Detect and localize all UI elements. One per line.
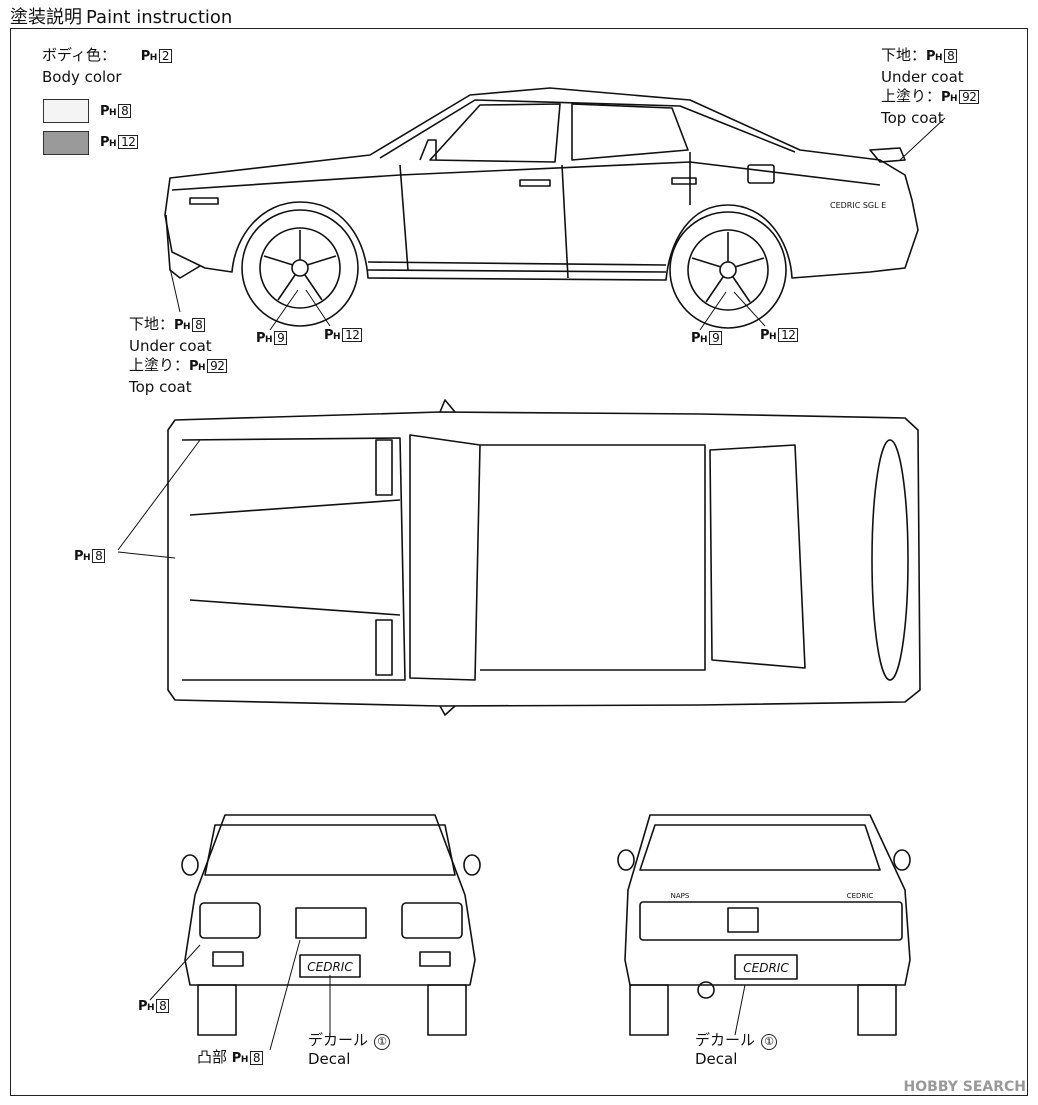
rear-right-tire — [857, 984, 897, 1036]
rear-left-tire — [629, 984, 669, 1036]
top-rear-spoiler — [871, 439, 909, 681]
side-front-door-handle — [519, 179, 551, 187]
rear-view: CEDRIC NAPS CEDRIC — [617, 814, 911, 1036]
side-rear-tire — [669, 211, 787, 329]
front-right-foglamp — [419, 951, 451, 967]
rear-plate-text: CEDRIC — [743, 961, 789, 975]
rear-left-mirror — [617, 849, 635, 871]
title-jp: 塗装説明 — [10, 7, 82, 28]
rear-exhaust — [697, 981, 715, 999]
rear-badge: CEDRIC — [847, 892, 874, 900]
title-en: Paint instruction — [86, 7, 233, 28]
side-fuel-lid — [747, 164, 775, 184]
rear-naps-badge: NAPS — [671, 892, 690, 900]
top-view — [117, 399, 921, 716]
swatch-gray — [43, 131, 89, 155]
front-grille — [295, 907, 367, 939]
top-roof — [480, 444, 706, 671]
rear-window — [639, 824, 881, 871]
rear-right-mirror — [893, 849, 911, 871]
front-left-lamp — [199, 902, 261, 939]
rear-plate — [734, 954, 798, 980]
front-leader-lines — [149, 939, 331, 1051]
top-body-outline — [167, 411, 921, 707]
front-left-mirror — [181, 854, 199, 876]
side-body-outline — [164, 87, 919, 281]
side-leader-lines — [169, 117, 946, 331]
side-rear-rim — [687, 229, 769, 311]
side-sill-stripe — [367, 261, 667, 273]
side-front-window — [429, 103, 561, 163]
top-leader-lines — [117, 439, 201, 559]
side-rear-hub — [719, 261, 737, 279]
rear-lamp-panel — [639, 901, 903, 941]
watermark: HOBBY SEARCH — [903, 1079, 1026, 1095]
top-windshield — [409, 434, 481, 681]
front-body-outline — [184, 814, 476, 986]
side-rear-window — [571, 103, 689, 161]
side-front-hub — [291, 259, 309, 277]
front-left-tire — [197, 984, 237, 1036]
top-rear-window — [709, 444, 806, 669]
body-color-jp: ボディ色： — [42, 46, 116, 64]
side-front-tire — [241, 209, 359, 327]
side-mirror — [419, 139, 437, 161]
top-hood-creases — [189, 499, 401, 616]
front-plate-text: CEDRIC — [307, 960, 353, 974]
side-rear-spokes — [691, 232, 765, 303]
front-right-tire — [427, 984, 467, 1036]
side-front-rim — [259, 227, 341, 309]
side-front-spokes — [263, 230, 337, 301]
top-left-vent — [375, 439, 393, 496]
front-left-foglamp — [212, 951, 244, 967]
top-right-vent — [375, 619, 393, 676]
side-roof-line — [379, 99, 796, 159]
side-front-spoiler — [165, 214, 201, 279]
side-badge: CEDRIC SGL E — [830, 201, 886, 210]
side-rear-spoiler — [869, 147, 906, 163]
top-mirrors — [439, 399, 456, 716]
side-door-lines — [399, 152, 691, 279]
front-right-lamp — [401, 902, 463, 939]
diagram-frame — [10, 28, 1028, 1096]
swatch-white — [43, 99, 89, 123]
rear-center-panel — [727, 907, 759, 933]
side-rear-door-handle — [671, 177, 697, 185]
rear-leader-line — [734, 984, 746, 1036]
front-view: CEDRIC — [149, 814, 481, 1051]
side-belt-line — [171, 161, 881, 191]
side-view: CEDRIC SGL E — [164, 87, 946, 331]
rear-body-outline — [624, 814, 911, 986]
body-color-en: Body color — [42, 68, 122, 86]
side-marker-lamp — [189, 197, 219, 205]
top-hood — [181, 437, 406, 681]
front-right-mirror — [463, 854, 481, 876]
front-windshield — [204, 824, 456, 876]
